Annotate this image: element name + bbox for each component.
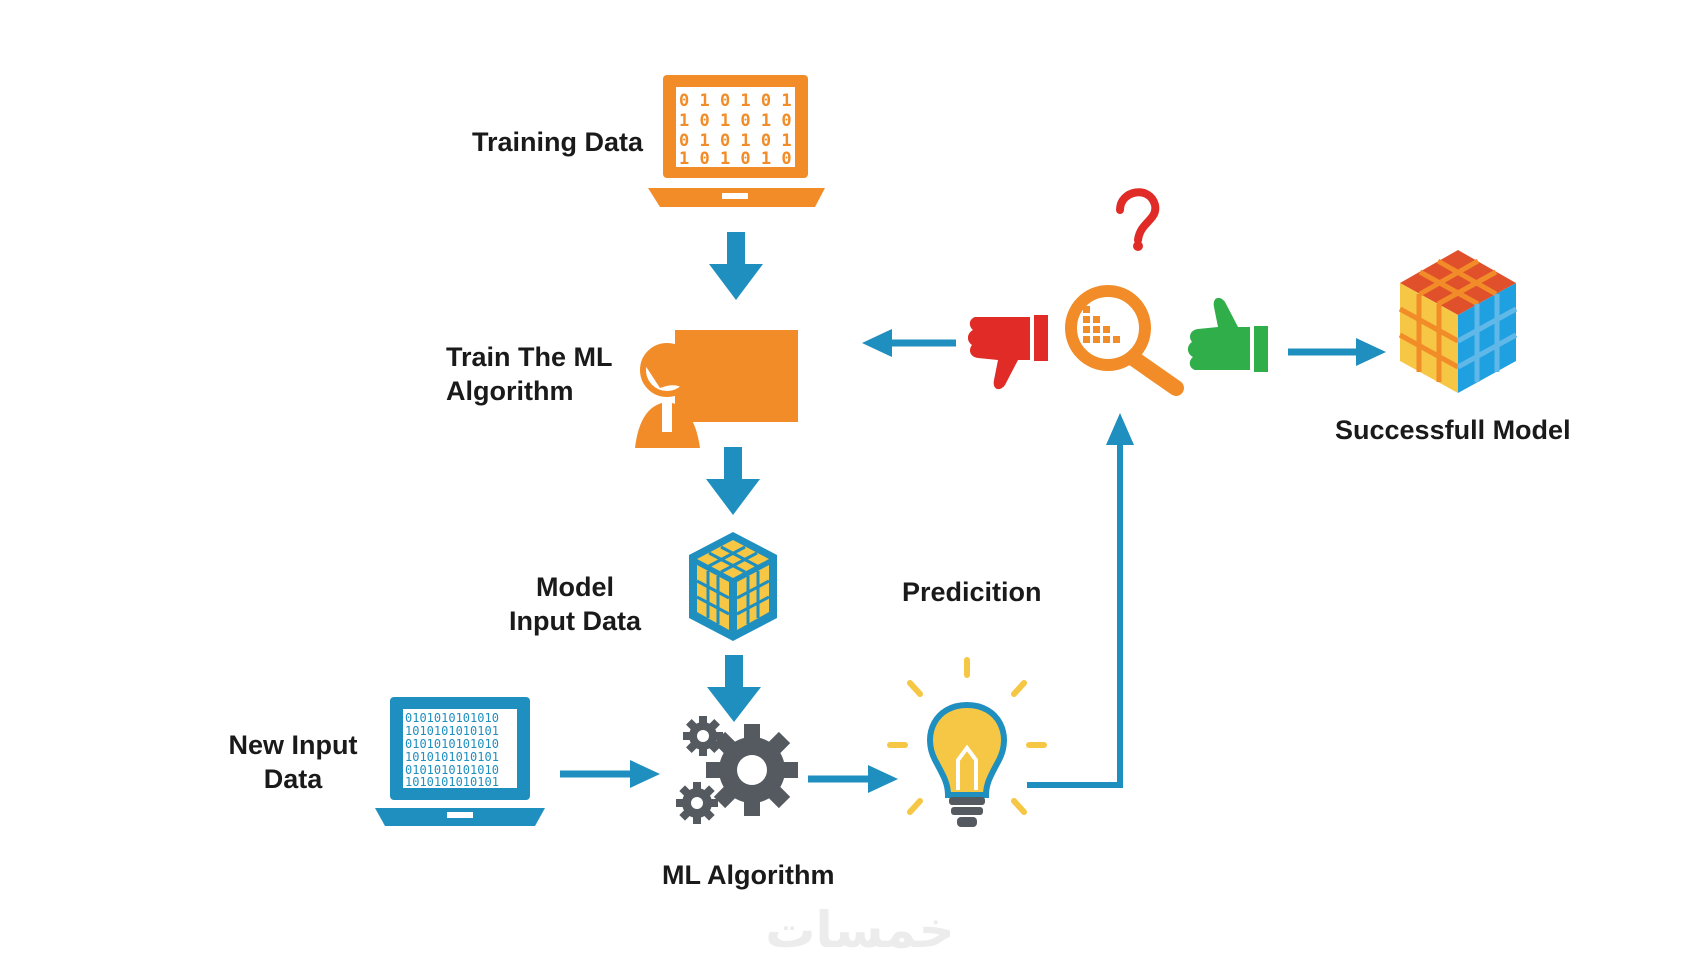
new-input-label-line1: New Input <box>228 730 358 760</box>
svg-text:1 0 1 0 1 0: 1 0 1 0 1 0 <box>679 111 792 131</box>
model-input-label-line1: Model <box>536 572 614 602</box>
svg-text:0 1 0 1 0 1: 0 1 0 1 0 1 <box>679 91 792 111</box>
new-input-label: New Input Data <box>225 728 361 796</box>
data-cube-icon <box>689 532 777 641</box>
rubik-cube-icon <box>1398 250 1518 393</box>
presenter-icon <box>635 330 798 448</box>
svg-text:0101010101010: 0101010101010 <box>405 737 499 751</box>
new-input-laptop-icon: 0101010101010 1010101010101 010101010101… <box>375 697 545 826</box>
svg-text:1010101010101: 1010101010101 <box>405 775 499 789</box>
gears-icon <box>676 716 798 824</box>
arrow-down-1 <box>709 232 763 300</box>
svg-text:1010101010101: 1010101010101 <box>405 724 499 738</box>
ml-algorithm-label: ML Algorithm <box>662 860 835 890</box>
watermark-text: خمسات <box>765 901 955 959</box>
lightbulb-icon <box>887 657 1047 827</box>
training-laptop-icon: 0 1 0 1 0 1 1 0 1 0 1 0 0 1 0 1 0 1 1 0 … <box>648 75 825 207</box>
thumbs-down-icon <box>967 315 1048 390</box>
arrow-right-3 <box>1288 338 1386 366</box>
svg-text:1010101010101: 1010101010101 <box>405 750 499 764</box>
train-algorithm-label: Train The ML Algorithm <box>446 340 613 408</box>
arrow-right-1 <box>560 760 660 788</box>
question-mark-icon <box>1116 188 1160 251</box>
new-input-label-line2: Data <box>263 764 323 794</box>
prediction-label: Predicition <box>902 577 1042 607</box>
arrow-left <box>862 329 956 357</box>
svg-text:0101010101010: 0101010101010 <box>405 711 499 725</box>
magnifier-chart-icon <box>1065 285 1184 396</box>
svg-text:0 1 0 1 0 1: 0 1 0 1 0 1 <box>679 131 792 151</box>
arrow-down-2 <box>706 447 760 515</box>
arrow-down-3 <box>707 655 761 722</box>
model-input-label: Model Input Data <box>505 570 645 638</box>
model-input-label-line2: Input Data <box>509 606 641 636</box>
arrow-right-2 <box>808 765 898 793</box>
successful-model-label: Successfull Model <box>1335 415 1571 445</box>
svg-text:0101010101010: 0101010101010 <box>405 763 499 777</box>
svg-text:1 0 1 0 1 0: 1 0 1 0 1 0 <box>679 149 792 169</box>
arrow-up-connector <box>1027 413 1134 788</box>
train-algorithm-label-line1: Train The ML <box>446 342 613 372</box>
train-algorithm-label-line2: Algorithm <box>446 376 574 406</box>
thumbs-up-icon <box>1187 297 1268 372</box>
training-data-label: Training Data <box>472 127 644 157</box>
